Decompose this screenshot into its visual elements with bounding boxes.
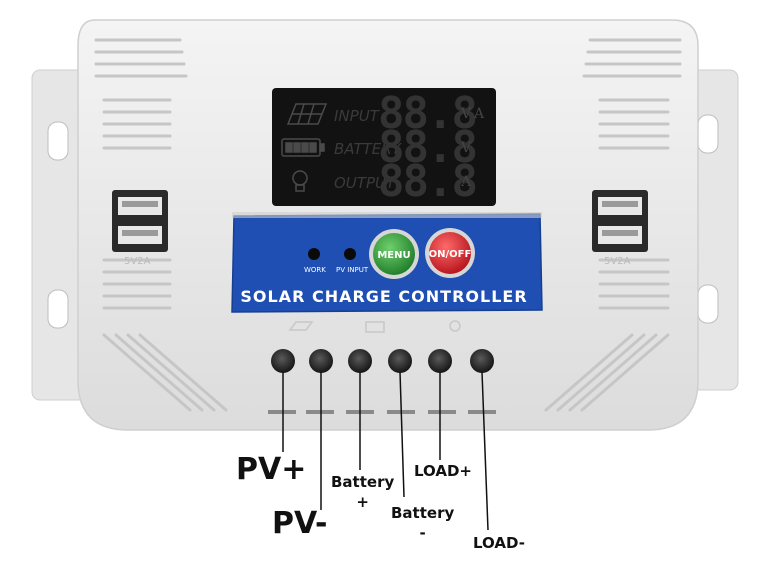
pv-minus-terminal	[309, 349, 333, 373]
lcd-battery-unit: V	[460, 140, 472, 156]
lcd-output-label: OUTPUT	[334, 174, 397, 192]
onoff-button-label: ON/OFF	[429, 249, 472, 260]
load-minus-terminal	[470, 349, 494, 373]
pv-input-indicator-led	[344, 248, 356, 260]
panel-title: SOLAR CHARGE CONTROLLER	[240, 287, 527, 306]
solar-panel-icon	[286, 103, 328, 125]
terminal-block	[271, 349, 494, 373]
right-usb-rating-label: 5V2A	[604, 256, 631, 267]
lcd-input-unit-v: V	[460, 106, 472, 122]
battery-plus-label-line2: +	[356, 493, 369, 511]
menu-button[interactable]: MENU	[369, 229, 419, 279]
work-indicator-led	[308, 248, 320, 260]
lcd-display: INPUT BATTERY OUTPUT 88.8 88.8 88.8 V A …	[272, 88, 496, 207]
battery-minus-label: Battery -	[391, 503, 454, 543]
battery-plus-label-line1: Battery	[331, 473, 395, 491]
battery-plus-label: Battery +	[331, 472, 394, 512]
battery-minus-terminal	[388, 349, 412, 373]
leader-lines	[282, 371, 489, 531]
left-usb-ports	[112, 190, 168, 252]
right-usb-ports	[592, 190, 648, 252]
lcd-output-reading: 88.8	[378, 156, 476, 207]
left-usb-rating-label: 5V2A	[124, 256, 151, 267]
lcd-input-reading: 88.8	[378, 88, 476, 139]
load-minus-label: LOAD-	[473, 534, 525, 552]
right-cooling-vents	[544, 38, 682, 412]
load-plus-terminal	[428, 349, 452, 373]
pv-plus-label: PV+	[236, 452, 307, 487]
battery-icon	[281, 138, 325, 157]
load-plus-label: LOAD+	[414, 462, 473, 480]
pv-input-label: PV INPUT	[336, 266, 369, 274]
pv-plus-terminal	[271, 349, 295, 373]
light-bulb-icon	[292, 170, 308, 192]
menu-button-label: MENU	[377, 250, 410, 261]
lcd-output-unit: A	[460, 174, 472, 190]
lcd-battery-label: BATTERY	[334, 140, 403, 158]
battery-plus-terminal	[348, 349, 372, 373]
battery-minus-label-line1: Battery	[391, 504, 455, 522]
lcd-input-label: INPUT	[334, 107, 381, 125]
onoff-button[interactable]: ON/OFF	[425, 228, 475, 278]
battery-minus-label-line2: -	[419, 524, 426, 542]
left-cooling-vents	[94, 38, 228, 412]
work-label: WORK	[304, 266, 326, 274]
lcd-input-unit-a: A	[473, 106, 485, 122]
terminal-symbols	[288, 320, 461, 333]
pv-minus-label: PV-	[272, 506, 328, 541]
lcd-battery-reading: 88.8	[378, 122, 476, 173]
